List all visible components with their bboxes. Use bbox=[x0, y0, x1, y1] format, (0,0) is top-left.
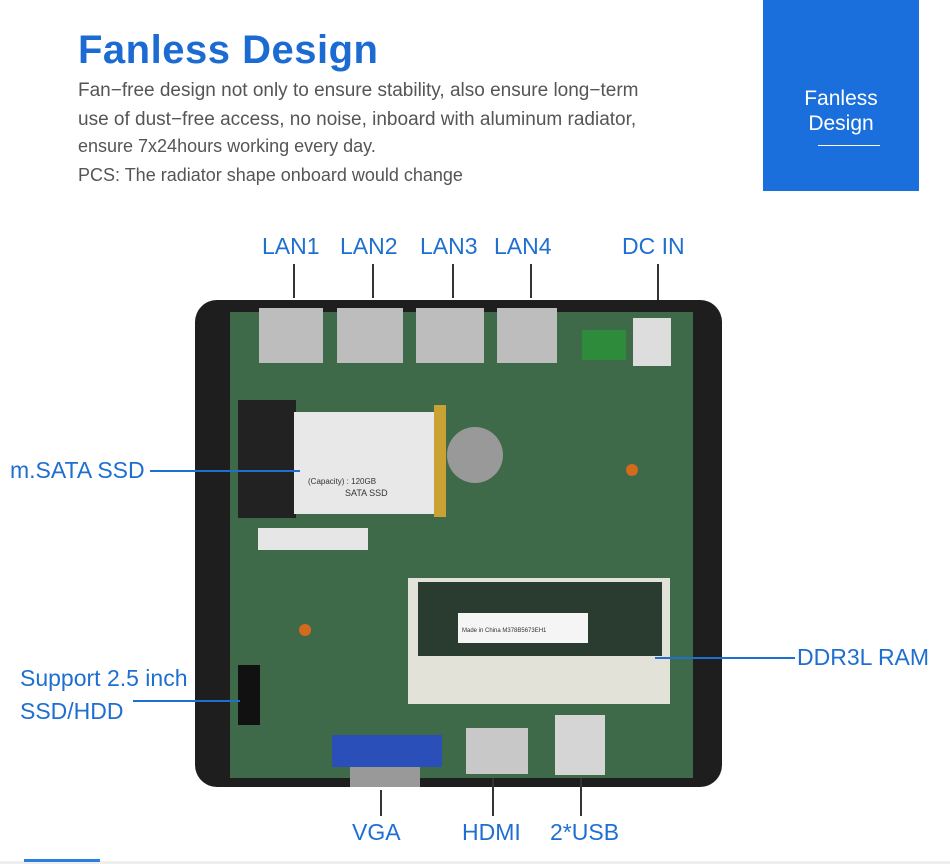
description-line: Fan−free design not only to ensure stabi… bbox=[78, 80, 639, 101]
label-msata: m.SATA SSD bbox=[10, 457, 145, 483]
leader-line bbox=[580, 778, 582, 816]
vga-connector bbox=[350, 767, 420, 787]
label-sata: SSD/HDD bbox=[20, 698, 124, 724]
ram-sticker bbox=[458, 613, 588, 643]
bottom-divider bbox=[0, 861, 950, 864]
usb-ports bbox=[555, 715, 605, 775]
label-usb: 2*USB bbox=[550, 819, 620, 845]
leader-line bbox=[133, 700, 240, 702]
dc-jack bbox=[633, 318, 671, 366]
msata-contacts bbox=[434, 405, 446, 517]
ssd-label: SATA SSD bbox=[345, 488, 388, 498]
screw-hole bbox=[626, 464, 638, 476]
screw-hole bbox=[299, 624, 311, 636]
leader-line bbox=[380, 790, 382, 816]
badge-line: Design bbox=[808, 112, 874, 135]
ssd-capacity: (Capacity) : 120GB bbox=[308, 477, 376, 486]
msata-ssd bbox=[294, 412, 434, 514]
connector bbox=[258, 528, 368, 550]
cmos-battery bbox=[447, 427, 503, 483]
lan-ports bbox=[259, 308, 557, 363]
vga-port bbox=[332, 735, 442, 767]
msata-slot bbox=[238, 400, 296, 518]
hdmi-port bbox=[466, 728, 528, 774]
leader-line bbox=[657, 264, 659, 300]
bottom-accent-line bbox=[24, 859, 100, 862]
label-sata: Support 2.5 inch bbox=[20, 665, 188, 691]
leader-line bbox=[293, 264, 295, 298]
badge-line: Fanless bbox=[804, 87, 878, 110]
label-ram: DDR3L RAM bbox=[797, 644, 930, 670]
sata-connector bbox=[238, 665, 260, 725]
label-lan3: LAN3 bbox=[420, 233, 478, 259]
page-title: Fanless Design bbox=[78, 28, 379, 72]
label-dc-in: DC IN bbox=[622, 233, 685, 259]
description-note: PCS: The radiator shape onboard would ch… bbox=[78, 165, 463, 185]
leader-line bbox=[530, 264, 532, 298]
label-hdmi: HDMI bbox=[462, 819, 521, 845]
leader-line bbox=[452, 264, 454, 298]
leader-line bbox=[372, 264, 374, 298]
leader-line bbox=[492, 778, 494, 816]
label-lan1: LAN1 bbox=[262, 233, 320, 259]
leader-line bbox=[150, 470, 300, 472]
ram-label: Made in China M378B5673EH1 bbox=[462, 628, 547, 634]
power-terminal bbox=[582, 330, 626, 360]
label-vga: VGA bbox=[352, 819, 401, 845]
badge-underline bbox=[818, 145, 880, 146]
description-line: use of dust−free access, no noise, inboa… bbox=[78, 109, 637, 130]
description-line: ensure 7x24hours working every day. bbox=[78, 136, 376, 156]
label-lan2: LAN2 bbox=[340, 233, 398, 259]
label-lan4: LAN4 bbox=[494, 233, 552, 259]
leader-line bbox=[655, 657, 795, 659]
